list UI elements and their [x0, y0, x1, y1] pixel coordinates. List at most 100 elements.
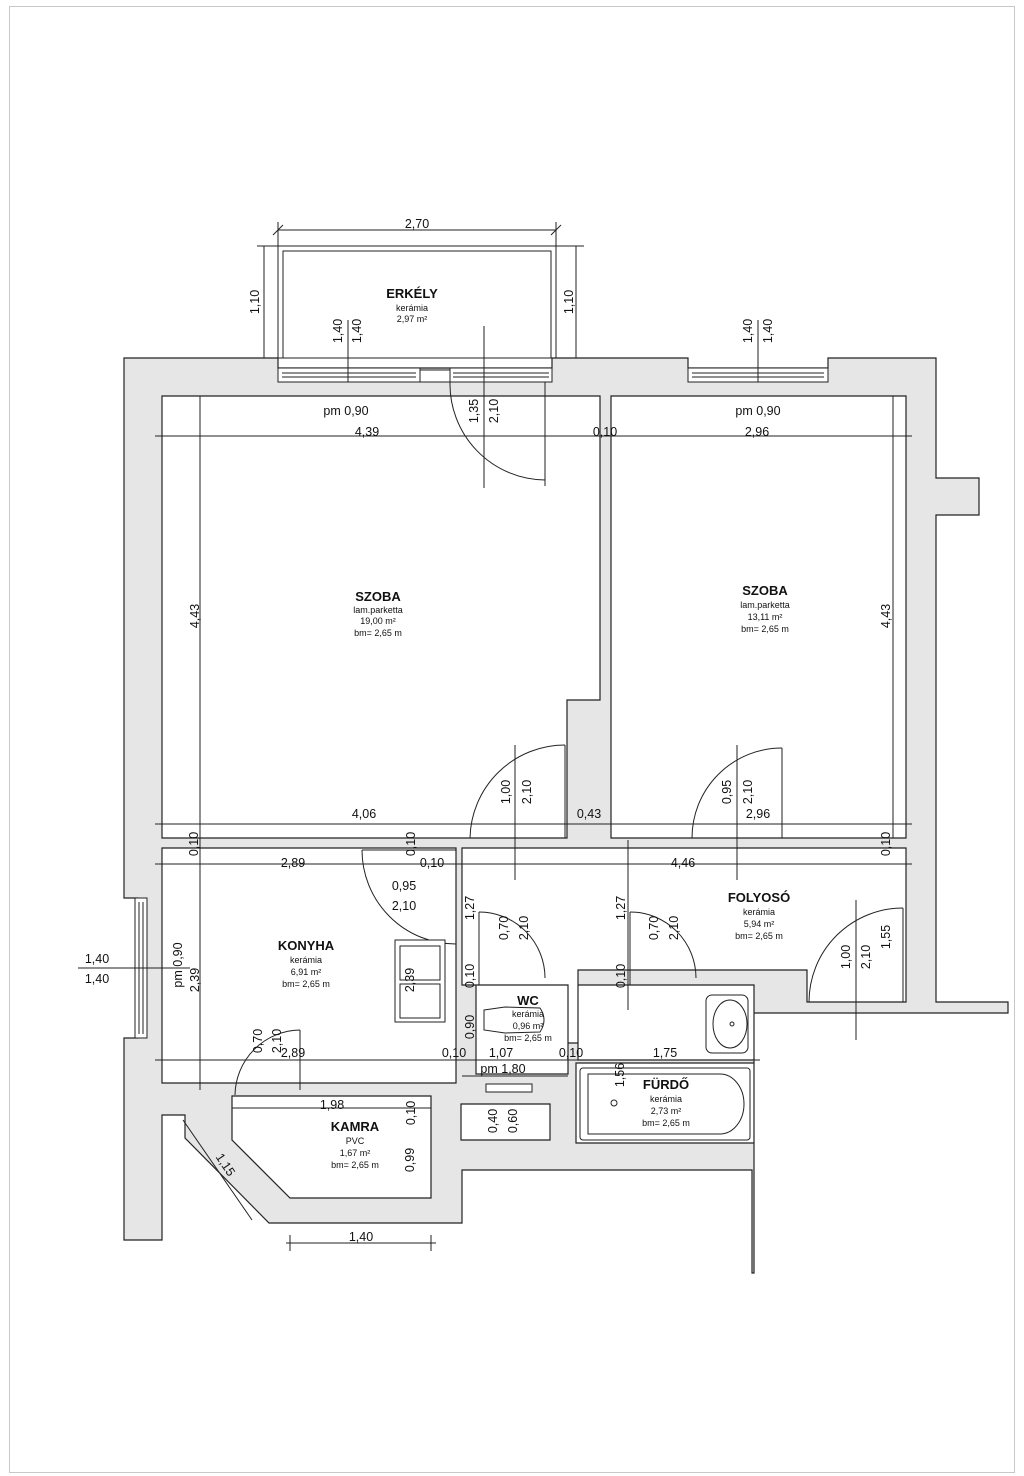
- room-szoba1-area: 19,00 m²: [360, 616, 396, 626]
- window-wc: [485, 1083, 533, 1093]
- door-balcony: [449, 381, 546, 486]
- toilet: [483, 1006, 545, 1034]
- dim-label: 4,46: [671, 856, 695, 870]
- dim-label: 1,35: [467, 399, 481, 423]
- dim-label: 2,10: [517, 916, 531, 940]
- room-szoba2-area: 13,11 m²: [748, 612, 783, 622]
- dim-label: 0,10: [442, 1046, 466, 1060]
- dim-label: 1,40: [85, 972, 109, 986]
- dim-label: pm 1,80: [480, 1062, 525, 1076]
- kitchen-cabinet: [394, 939, 446, 1023]
- dim-label: pm 0,90: [735, 404, 780, 418]
- room-labels: ERKÉLY kerámia 2,97 m² SZOBA lam.parkett…: [278, 286, 790, 1170]
- dim-label: pm 0,90: [171, 942, 185, 987]
- dim-label: 1,40: [349, 1230, 373, 1244]
- dim-label: 0,99: [403, 1148, 417, 1172]
- room-furdo: FÜRDŐ kerámia 2,73 m² bm= 2,65 m: [642, 1077, 690, 1128]
- dim-label: 0,10: [420, 856, 444, 870]
- room-szoba1: SZOBA lam.parketta 19,00 m² bm= 2,65 m: [353, 589, 403, 638]
- room-furdo-material: kerámia: [650, 1094, 682, 1104]
- dimension-lines: [78, 222, 912, 1251]
- door-corridor-entry: [808, 907, 904, 1003]
- dim-label: 0,10: [614, 964, 628, 988]
- room-szoba2-name: SZOBA: [742, 583, 788, 598]
- room-furdo-area: 2,73 m²: [651, 1106, 682, 1116]
- dim-label: 2,89: [281, 856, 305, 870]
- walls: [123, 357, 1009, 1274]
- room-konyha: KONYHA kerámia 6,91 m² bm= 2,65 m: [278, 938, 335, 989]
- room-wc-material: kerámia: [512, 1009, 544, 1019]
- room-furdo-height: bm= 2,65 m: [642, 1118, 690, 1128]
- dim-label: 2,10: [487, 399, 501, 423]
- door-wc: [478, 911, 546, 985]
- room-erkely-material: kerámia: [396, 303, 428, 313]
- dim-label: 0,10: [187, 832, 201, 856]
- dim-label: 0,70: [251, 1029, 265, 1053]
- dim-label: 0,95: [720, 780, 734, 804]
- dim-label: 1,00: [839, 945, 853, 969]
- room-szoba1-name: SZOBA: [355, 589, 401, 604]
- dim-label: 0,43: [577, 807, 601, 821]
- room-erkely: ERKÉLY kerámia 2,97 m²: [386, 286, 438, 324]
- dim-label: 0,95: [392, 879, 416, 893]
- room-konyha-area: 6,91 m²: [291, 967, 322, 977]
- dim-label: 1,40: [85, 952, 109, 966]
- dim-label: 0,60: [506, 1109, 520, 1133]
- dim-label: 1,40: [761, 319, 775, 343]
- dim-label: 1,27: [614, 896, 628, 920]
- dim-label: 2,10: [392, 899, 416, 913]
- page-frame: [9, 6, 1015, 1473]
- window-balcony: [277, 367, 553, 383]
- room-szoba2: SZOBA lam.parketta 13,11 m² bm= 2,65 m: [740, 583, 790, 634]
- room-folyoso-height: bm= 2,65 m: [735, 931, 783, 941]
- room-szoba1-material: lam.parketta: [353, 605, 403, 615]
- room-kamra-material: PVC: [346, 1136, 365, 1146]
- dim-label: 1,00: [499, 780, 513, 804]
- room-kamra-name: KAMRA: [331, 1119, 380, 1134]
- dim-label: 1,40: [350, 319, 364, 343]
- dim-label: 1,07: [489, 1046, 513, 1060]
- bathtub: [579, 1067, 751, 1141]
- dim-label: 2,39: [403, 968, 417, 992]
- dim-label: 0,10: [559, 1046, 583, 1060]
- room-konyha-height: bm= 2,65 m: [282, 979, 330, 989]
- dim-label: 0,10: [404, 832, 418, 856]
- dim-label: 4,43: [188, 604, 202, 628]
- room-folyoso-area: 5,94 m²: [744, 919, 775, 929]
- dimension-labels: 2,70 pm 0,90 pm 0,90 4,39 0,10 2,96 4,06…: [85, 217, 893, 1244]
- room-wc-name: WC: [517, 993, 539, 1008]
- dim-label: 2,39: [188, 968, 202, 992]
- dim-label: 0,10: [463, 964, 477, 988]
- dim-label: 2,96: [746, 807, 770, 821]
- dim-label: 4,43: [879, 604, 893, 628]
- dim-label: 1,10: [562, 290, 576, 314]
- room-szoba2-material: lam.parketta: [740, 600, 790, 610]
- washbasin: [705, 994, 749, 1054]
- dim-label: 1,40: [741, 319, 755, 343]
- dim-label: 0,10: [593, 425, 617, 439]
- door-room2: [691, 747, 783, 839]
- dim-label: 0,90: [463, 1015, 477, 1039]
- dim-label: 1,56: [613, 1063, 627, 1087]
- dim-label: 2,10: [741, 780, 755, 804]
- room-erkely-name: ERKÉLY: [386, 286, 438, 301]
- dim-label: 2,10: [667, 916, 681, 940]
- dim-label: 1,75: [653, 1046, 677, 1060]
- dim-label: 2,96: [745, 425, 769, 439]
- door-bath: [629, 911, 697, 985]
- outer-wall: [123, 357, 1009, 1274]
- dim-label: 2,10: [520, 780, 534, 804]
- room-kamra-area: 1,67 m²: [340, 1148, 371, 1158]
- room-furdo-name: FÜRDŐ: [643, 1077, 689, 1092]
- room-wc-height: bm= 2,65 m: [504, 1033, 552, 1043]
- dim-label: 2,70: [405, 217, 429, 231]
- dim-label: 4,39: [355, 425, 379, 439]
- dim-label: 1,27: [463, 896, 477, 920]
- dim-label: 0,10: [404, 1101, 418, 1125]
- dim-label: 1,55: [879, 925, 893, 949]
- room-kamra: KAMRA PVC 1,67 m² bm= 2,65 m: [331, 1119, 380, 1170]
- room-konyha-material: kerámia: [290, 955, 322, 965]
- dim-label: 2,10: [859, 945, 873, 969]
- room-konyha-name: KONYHA: [278, 938, 335, 953]
